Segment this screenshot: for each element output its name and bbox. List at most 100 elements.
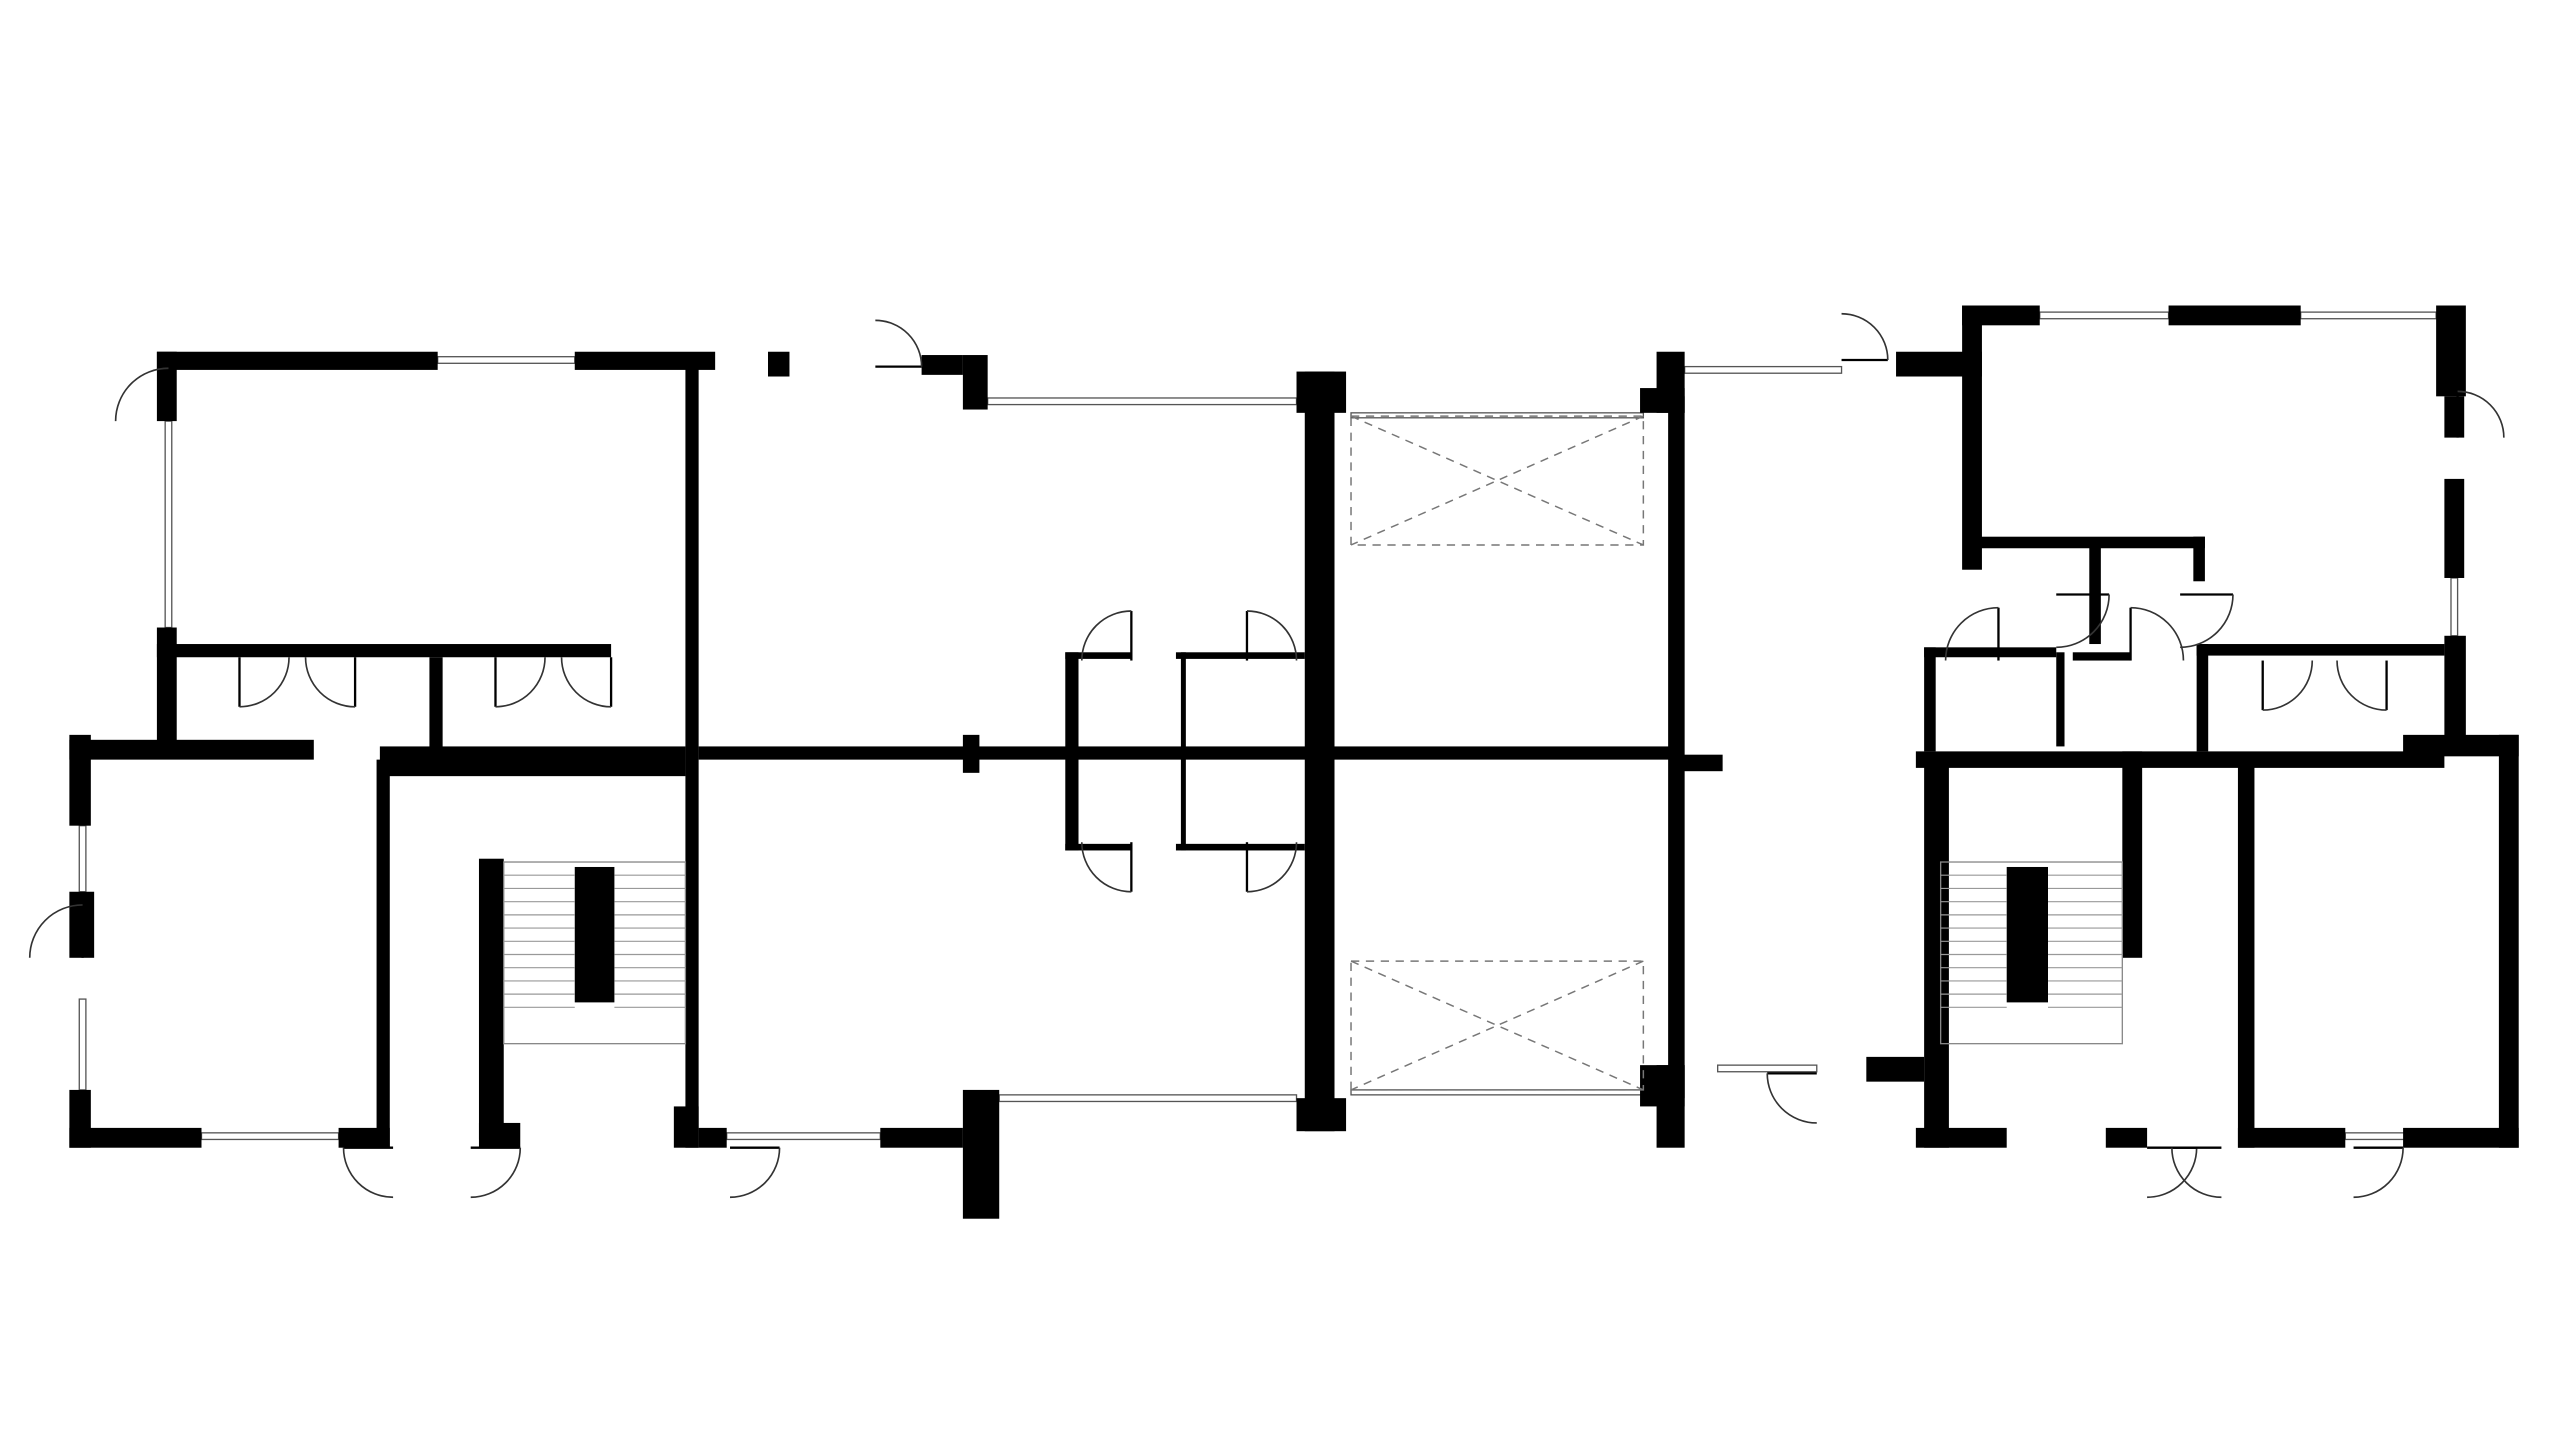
door[interactable] bbox=[1766, 1072, 1817, 1124]
door-swing-arc bbox=[2147, 1147, 2198, 1199]
door[interactable] bbox=[560, 657, 613, 708]
window bbox=[1717, 1064, 1818, 1073]
door[interactable] bbox=[304, 657, 357, 708]
door[interactable] bbox=[1245, 842, 1298, 893]
wall-segment bbox=[2122, 751, 2143, 958]
window bbox=[726, 1132, 881, 1141]
door[interactable] bbox=[2336, 660, 2388, 711]
door[interactable] bbox=[2261, 660, 2314, 711]
wall-segment bbox=[698, 746, 1677, 760]
stairs bbox=[503, 861, 2123, 1045]
wall-segment bbox=[698, 1127, 727, 1148]
window bbox=[1350, 412, 1645, 419]
wall-segment bbox=[1676, 754, 1723, 772]
door-swing-arc bbox=[114, 367, 169, 422]
door[interactable] bbox=[238, 657, 290, 708]
wall-segment bbox=[673, 1106, 699, 1148]
door-swing-arc bbox=[1944, 606, 1999, 661]
wall-segment bbox=[429, 657, 443, 752]
walls bbox=[69, 305, 2519, 1219]
door-swing-arc bbox=[342, 1147, 394, 1199]
stair-core-wall bbox=[574, 866, 615, 1003]
wall-segment bbox=[69, 1127, 202, 1148]
staircase bbox=[1939, 861, 2123, 1045]
door[interactable] bbox=[1080, 842, 1133, 893]
wall-segment bbox=[2444, 478, 2465, 578]
wall-segment bbox=[69, 734, 91, 826]
wall-segment bbox=[880, 1127, 963, 1148]
staircase bbox=[503, 861, 687, 1045]
window bbox=[437, 356, 576, 364]
door[interactable] bbox=[2180, 593, 2234, 649]
door[interactable] bbox=[730, 1146, 781, 1199]
door[interactable] bbox=[2353, 1146, 2404, 1199]
wall-segment bbox=[1915, 1127, 2007, 1148]
closet-partition bbox=[1065, 652, 1079, 851]
wall-segment bbox=[574, 351, 716, 370]
wall-segment bbox=[2193, 536, 2205, 582]
door-swing-arc bbox=[1080, 842, 1132, 893]
wall-segment bbox=[2196, 644, 2209, 752]
window bbox=[998, 1094, 1298, 1103]
door-swing-arc bbox=[2130, 606, 2185, 661]
door-swing-arc bbox=[2336, 660, 2387, 711]
wall-segment bbox=[1973, 536, 2205, 549]
wall-segment bbox=[921, 355, 963, 375]
wall-segment bbox=[376, 759, 390, 1148]
door[interactable] bbox=[2456, 390, 2505, 438]
window bbox=[200, 1132, 340, 1141]
door-swing-arc bbox=[1080, 610, 1132, 661]
wall-segment bbox=[685, 366, 699, 1148]
voids bbox=[1350, 415, 1645, 1091]
door-swing-arc bbox=[2262, 660, 2314, 711]
door-swing-arc bbox=[2056, 594, 2110, 649]
door[interactable] bbox=[28, 904, 84, 958]
door[interactable] bbox=[342, 1146, 394, 1199]
door-swing-arc bbox=[2353, 1147, 2404, 1199]
wall-segment bbox=[2444, 396, 2465, 438]
door[interactable] bbox=[114, 367, 170, 422]
door[interactable] bbox=[1080, 610, 1133, 661]
wall-segment bbox=[2072, 652, 2131, 661]
door-swing-arc bbox=[1246, 610, 1298, 661]
door[interactable] bbox=[875, 319, 923, 368]
door[interactable] bbox=[1841, 312, 1889, 362]
wall-segment bbox=[2403, 734, 2519, 757]
wall-segment bbox=[156, 351, 177, 422]
door-swing-arc bbox=[1841, 312, 1889, 361]
door[interactable] bbox=[2129, 606, 2185, 661]
closet-partition bbox=[1175, 652, 1305, 659]
wall-segment bbox=[2436, 305, 2466, 397]
wall-segment bbox=[2196, 644, 2445, 656]
door-swing-arc bbox=[560, 657, 612, 708]
wall-segment bbox=[2105, 1127, 2148, 1148]
window bbox=[164, 420, 173, 629]
wall-segment bbox=[2498, 734, 2519, 1148]
wall-segment bbox=[962, 1089, 1000, 1219]
door-swing-arc bbox=[2171, 1147, 2222, 1199]
wall-segment bbox=[2403, 1127, 2519, 1148]
wall-segment bbox=[69, 739, 314, 760]
window bbox=[1683, 365, 1843, 374]
void-south bbox=[1350, 960, 1645, 1091]
door[interactable] bbox=[1245, 610, 1298, 661]
wall-segment bbox=[1915, 751, 2445, 768]
stair-core-wall bbox=[2006, 866, 2048, 1003]
door-swing-arc bbox=[2180, 594, 2234, 649]
door-swing-arc bbox=[28, 904, 83, 958]
wall-segment bbox=[156, 644, 612, 658]
wall-segment bbox=[1668, 396, 1685, 1099]
wall-segment bbox=[1924, 759, 1949, 1148]
closet-partition bbox=[1175, 843, 1305, 851]
door[interactable] bbox=[470, 1146, 522, 1199]
door[interactable] bbox=[1944, 606, 2000, 661]
wall-segment bbox=[2168, 305, 2301, 326]
door[interactable] bbox=[2056, 593, 2110, 649]
door[interactable] bbox=[494, 657, 546, 708]
doors[interactable] bbox=[28, 312, 2505, 1199]
closet-partition bbox=[1065, 652, 1132, 659]
wall-segment bbox=[1924, 647, 1936, 752]
door[interactable] bbox=[2171, 1146, 2222, 1199]
door-swing-arc bbox=[470, 1147, 522, 1199]
wall-segment bbox=[768, 351, 790, 377]
